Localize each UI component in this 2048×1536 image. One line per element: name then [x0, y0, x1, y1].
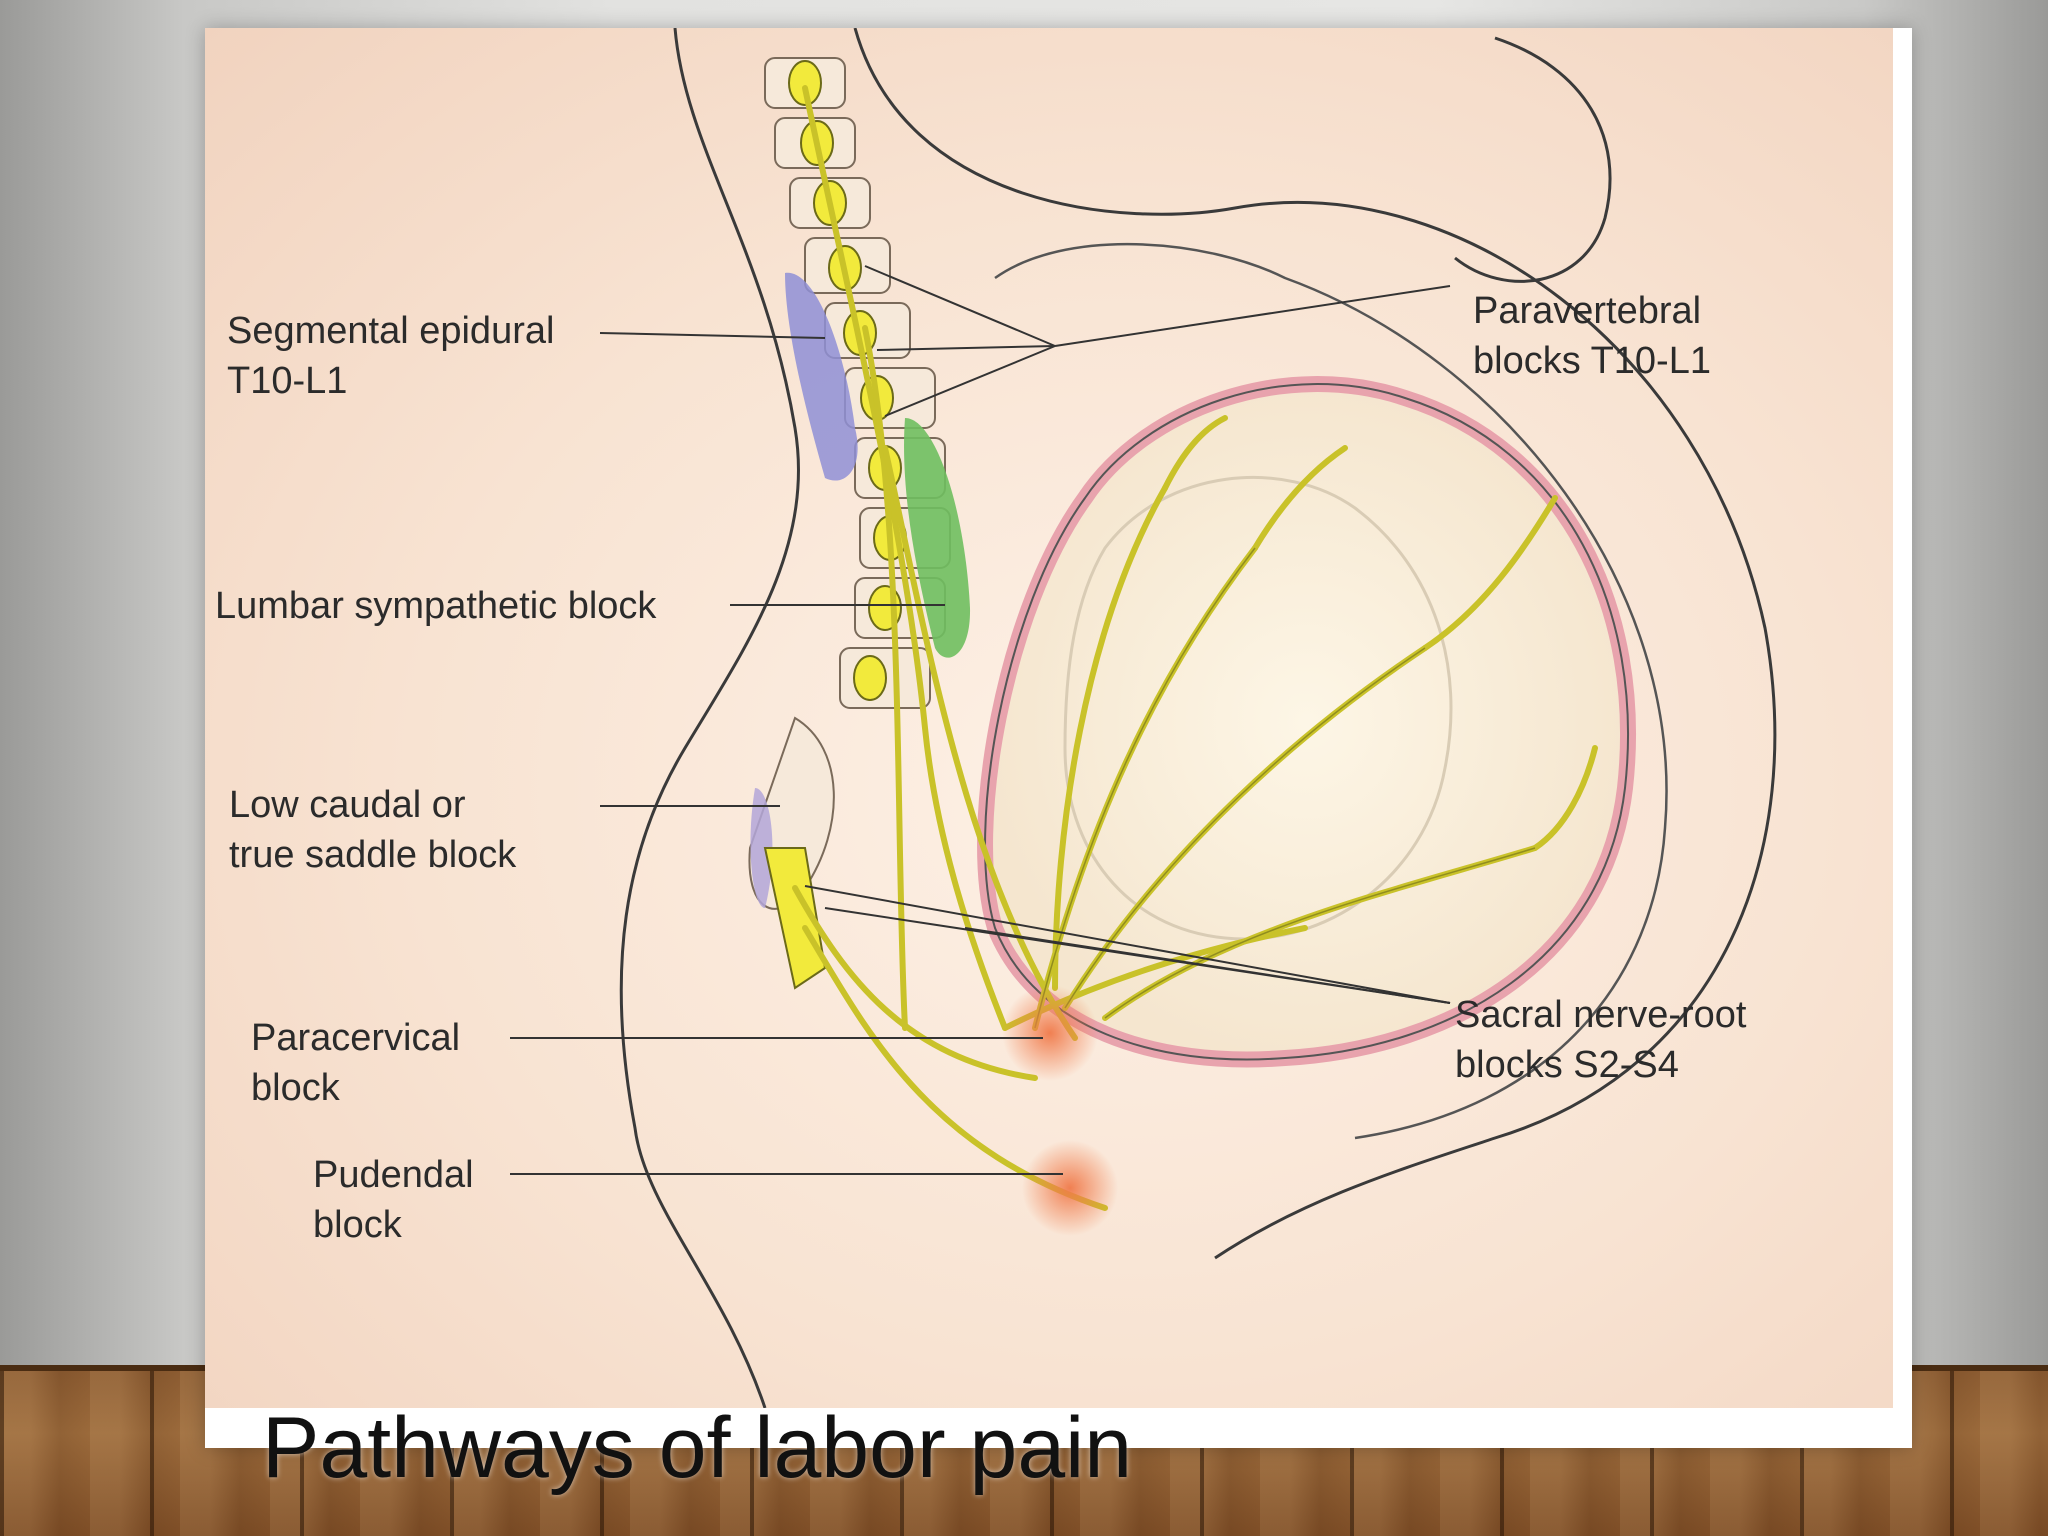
body-front-outline — [853, 28, 1777, 1260]
anatomy-drawing — [510, 28, 1777, 1408]
slide: Segmental epidural T10-L1 Lumbar sympath… — [205, 28, 1912, 1448]
fetus-outline — [1063, 475, 1453, 941]
sacral-nerve-root-label: Sacral nerve-root blocks S2-S4 — [1455, 994, 1747, 1086]
pudendal-label: Pudendal block — [313, 1154, 474, 1246]
segmental-epidural-label: Segmental epidural T10-L1 — [227, 310, 555, 402]
abdominal-wall — [994, 243, 1668, 1140]
slide-title: Pathways of labor pain — [262, 1400, 1133, 1496]
uterus-outline — [984, 383, 1629, 1061]
paracervical-block-glow — [1002, 985, 1098, 1081]
caudal-block-region — [750, 788, 773, 908]
lumbar-sympathetic-region — [904, 418, 971, 658]
lumbar-sympathetic-label: Lumbar sympathetic block — [215, 585, 657, 627]
epidural-block-region — [785, 272, 858, 481]
breast-outline — [1454, 36, 1612, 283]
paravertebral-label: Paravertebral blocks T10-L1 — [1473, 290, 1711, 382]
spinal-nerve-ganglia — [763, 60, 907, 990]
leader-lines — [510, 265, 1451, 1175]
body-back-outline — [619, 28, 800, 1408]
paracervical-label: Paracervical block — [251, 1017, 461, 1109]
anatomy-illustration: Segmental epidural T10-L1 Lumbar sympath… — [205, 28, 1893, 1408]
low-caudal-label: Low caudal or true saddle block — [229, 784, 517, 876]
pudendal-block-glow — [1022, 1140, 1118, 1236]
nerve-pathways-outline — [1034, 547, 1536, 1029]
